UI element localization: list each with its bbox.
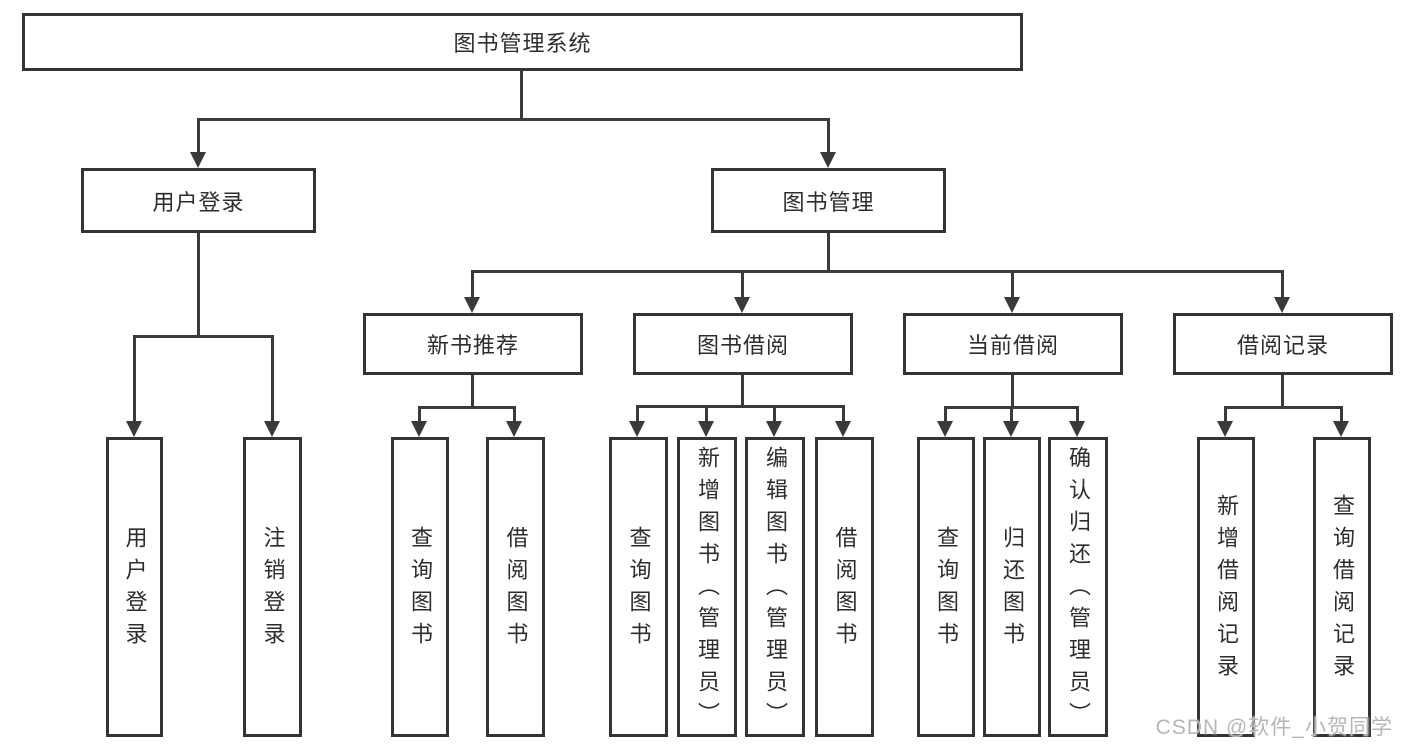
connector-level1-hline [197, 118, 830, 121]
connector-leaf-stub [636, 405, 639, 422]
connector-leaf-stub [944, 406, 947, 422]
connector-leaf-stub [1340, 406, 1343, 422]
leaf-return-books-label: 归还图书 [1000, 526, 1025, 654]
leaf-add-borrow-record-label: 新增借阅记录 [1214, 494, 1239, 686]
leaf-logout-label: 注销登录 [260, 526, 286, 654]
connector-group1-hline [418, 406, 516, 409]
connector-group-stub [1011, 270, 1014, 299]
arrow-down-icon [629, 421, 645, 437]
leaf-add-borrow-record: 新增借阅记录 [1197, 437, 1255, 737]
leaf-query-books-2-label: 查询图书 [626, 526, 652, 654]
leaf-query-borrow-record: 查询借阅记录 [1313, 437, 1371, 737]
arrow-down-icon [464, 297, 480, 313]
connector-group3-stem [1011, 375, 1014, 408]
connector-leaf-stub [513, 406, 516, 422]
leaf-logout: 注销登录 [243, 437, 302, 737]
connector-group1-stem [471, 375, 474, 408]
arrow-down-icon [734, 297, 750, 313]
leaf-user-login: 用户登录 [106, 437, 163, 737]
arrow-down-icon [190, 152, 206, 168]
leaf-query-books-3-label: 查询图书 [934, 526, 959, 654]
leaf-query-books-1-label: 查询图书 [408, 526, 433, 654]
connector-root-stem [520, 71, 523, 119]
node-root: 图书管理系统 [22, 13, 1023, 71]
arrow-down-icon [1274, 297, 1290, 313]
connector-group4-hline [1224, 406, 1343, 409]
node-root-label: 图书管理系统 [453, 31, 592, 56]
leaf-query-books-1: 查询图书 [391, 437, 449, 737]
leaf-return-books: 归还图书 [983, 437, 1041, 737]
leaf-borrow-books-1-label: 借阅图书 [503, 526, 529, 654]
arrow-down-icon [698, 421, 714, 437]
leaf-query-borrow-record-label: 查询借阅记录 [1330, 494, 1355, 686]
connector-login-hline [133, 335, 274, 338]
csdn-watermark: CSDN @软件_小贺同学 [1155, 716, 1393, 739]
connector-leaf-stub [1010, 406, 1013, 422]
leaf-query-books-3: 查询图书 [917, 437, 975, 737]
connector-leaf-stub [1224, 406, 1227, 422]
connector-group2-hline [636, 405, 845, 408]
connector-mgmt-stub [827, 118, 830, 154]
connector-leaf-stub [705, 405, 708, 422]
arrow-down-icon [1003, 421, 1019, 437]
leaf-add-books-admin-label: 新增图书（管理员） [695, 446, 720, 734]
leaf-edit-books-admin: 编辑图书（管理员） [745, 437, 805, 737]
arrow-down-icon [766, 421, 782, 437]
node-borrow-records: 借阅记录 [1173, 313, 1393, 375]
leaf-user-login-label: 用户登录 [122, 526, 148, 654]
connector-group-stub [741, 270, 744, 299]
connector-leaf-stub [133, 335, 136, 422]
connector-leaf-stub [418, 406, 421, 422]
arrow-down-icon [126, 421, 142, 437]
node-borrow-records-label: 借阅记录 [1236, 333, 1329, 358]
node-book-management-label: 图书管理 [782, 189, 875, 215]
arrow-down-icon [506, 421, 522, 437]
leaf-borrow-books-2-label: 借阅图书 [832, 526, 858, 654]
connector-login-stem [197, 233, 200, 336]
connector-leaf-stub [1076, 406, 1079, 422]
connector-group-stub [1281, 270, 1284, 299]
arrow-down-icon [411, 421, 427, 437]
node-book-borrow: 图书借阅 [633, 313, 853, 375]
leaf-query-books-2: 查询图书 [609, 437, 668, 737]
node-current-borrow-label: 当前借阅 [966, 333, 1059, 358]
arrow-down-icon [820, 152, 836, 168]
leaf-borrow-books-2: 借阅图书 [815, 437, 874, 737]
node-user-login: 用户登录 [81, 168, 316, 233]
leaf-edit-books-admin-label: 编辑图书（管理员） [763, 446, 788, 734]
leaf-confirm-return-admin-label: 确认归还（管理员） [1066, 446, 1091, 734]
connector-login-stub [197, 118, 200, 154]
connector-leaf-stub [842, 405, 845, 422]
arrow-down-icon [264, 421, 280, 437]
node-user-login-label: 用户登录 [152, 189, 245, 215]
arrow-down-icon [1333, 421, 1349, 437]
connector-level3-hline [471, 270, 1284, 273]
leaf-add-books-admin: 新增图书（管理员） [677, 437, 737, 737]
node-book-management: 图书管理 [711, 168, 946, 233]
connector-group4-stem [1281, 375, 1284, 408]
arrow-down-icon [937, 421, 953, 437]
arrow-down-icon [835, 421, 851, 437]
leaf-confirm-return-admin: 确认归还（管理员） [1048, 437, 1108, 737]
node-current-borrow: 当前借阅 [903, 313, 1123, 375]
connector-group2-stem [741, 375, 744, 407]
connector-mgmt-stem [827, 233, 830, 273]
connector-leaf-stub [773, 405, 776, 422]
arrow-down-icon [1217, 421, 1233, 437]
connector-group-stub [471, 270, 474, 299]
leaf-borrow-books-1: 借阅图书 [486, 437, 545, 737]
node-book-borrow-label: 图书借阅 [696, 333, 789, 358]
arrow-down-icon [1004, 297, 1020, 313]
connector-leaf-stub [271, 335, 274, 422]
node-new-book-recommend-label: 新书推荐 [426, 333, 519, 358]
arrow-down-icon [1069, 421, 1085, 437]
node-new-book-recommend: 新书推荐 [363, 313, 583, 375]
